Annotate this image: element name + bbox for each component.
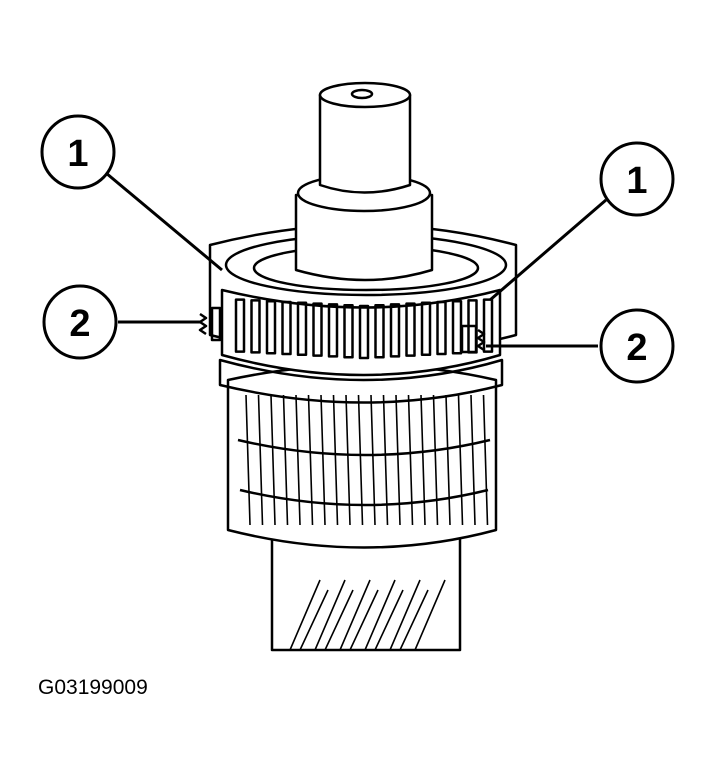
gear-tooth [332,394,339,526]
sleeve-spline [389,303,401,358]
gear-tooth [257,394,264,526]
gear-tooth [482,394,489,526]
callout-label: 1 [626,160,647,202]
leader-lines [105,171,607,348]
figure-id: G03199009 [38,676,148,699]
leader-line-1-right [489,198,607,302]
sleeve-spline [265,299,277,355]
spring-left [198,306,222,342]
spring-right [460,324,486,354]
sleeve-spline [250,299,261,354]
gear-shaft-assembly [198,81,518,652]
callout-1-left: 1 [40,114,116,190]
callout-2-left: 2 [42,284,118,360]
gear-tooth [432,394,439,526]
sleeve-spline [482,298,494,353]
gear-tooth [407,394,414,526]
gear-tooth [307,394,314,526]
callout-label: 2 [626,327,647,369]
sleeve-spline [234,298,246,353]
upper-shaft [294,81,434,282]
gear-tooth [320,394,326,526]
callout-2-right: 2 [599,308,675,384]
sleeve-spline [374,303,385,359]
gear-tooth [420,394,426,526]
sleeve-spline [281,300,292,356]
gear-tooth [445,394,451,526]
helical-gear [226,363,498,549]
sleeve-spline [436,300,447,356]
gear-tooth [370,394,376,526]
leader-line-1-left [105,171,223,272]
gear-tooth [270,394,276,526]
sleeve-spline [358,304,370,360]
callout-label: 1 [67,133,88,175]
callout-label: 2 [69,303,90,345]
callout-1-right: 1 [599,141,675,217]
gear-tooth [357,394,364,526]
gear-tooth [282,394,289,526]
gear-tooth [345,394,351,526]
sleeve-spline [296,301,308,357]
gear-tooth [457,394,464,526]
sleeve-spline [405,302,416,357]
gear-tooth [245,394,251,526]
gear-tooth [382,394,389,526]
sleeve-spline [343,303,354,359]
sleeve-spline [420,301,432,357]
gear-tooth [395,394,401,526]
gear-tooth [295,394,301,526]
gear-tooth [470,394,476,526]
sleeve-spline [312,302,323,357]
sleeve-spline [327,303,339,358]
